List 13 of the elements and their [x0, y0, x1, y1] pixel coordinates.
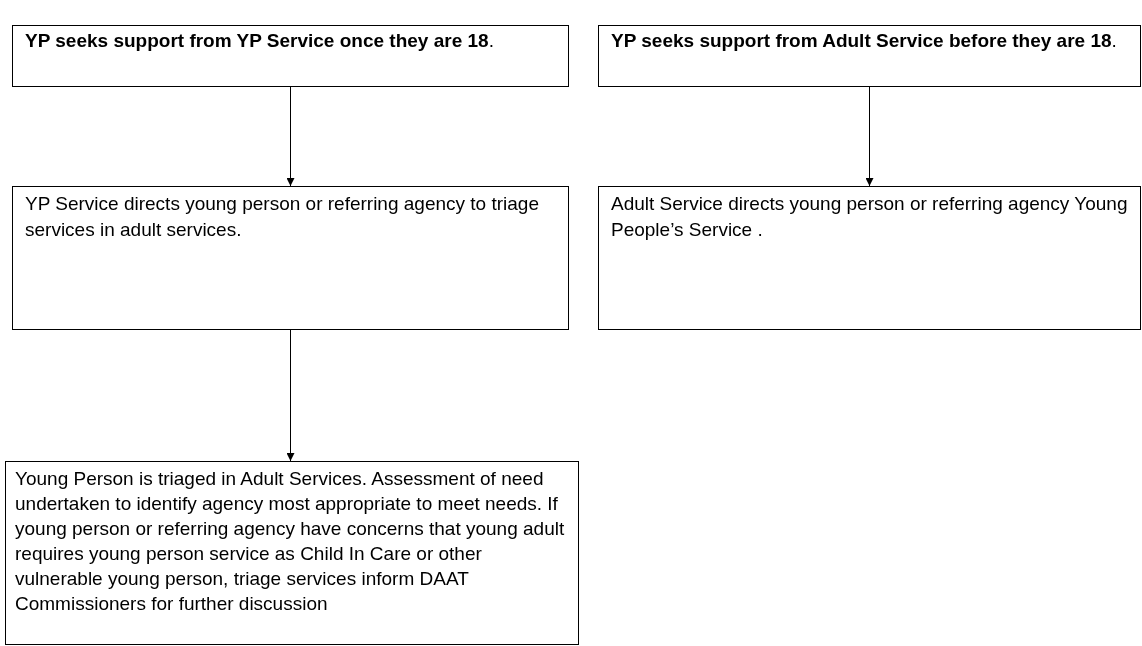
process-box: [12, 25, 569, 87]
process-box: [5, 461, 579, 645]
box-text: Adult Service directs young person or referring agency Young People’s Service .: [611, 192, 1128, 242]
arrow: [286, 86, 295, 187]
process-box: [598, 25, 1141, 87]
box-text: YP seeks support from YP Service once they are 18.: [25, 29, 495, 53]
box-text: YP Service directs young person or referring agency to triage services in adult services.: [25, 192, 540, 242]
arrow: [286, 329, 295, 462]
process-box: [598, 186, 1141, 330]
process-box: [12, 186, 569, 330]
box-text: Young Person is triaged in Adult Services. Assessment of need undertaken to identify agency most appropriate to meet needs. If young person or referring agency have concerns that young adult requires young person service as Child In Care or other vulnerable young person, triage services inform DAAT Commissioners for further discussion: [15, 467, 566, 616]
box-text: YP seeks support from Adult Service before they are 18.: [611, 29, 1118, 53]
arrow: [865, 86, 874, 187]
